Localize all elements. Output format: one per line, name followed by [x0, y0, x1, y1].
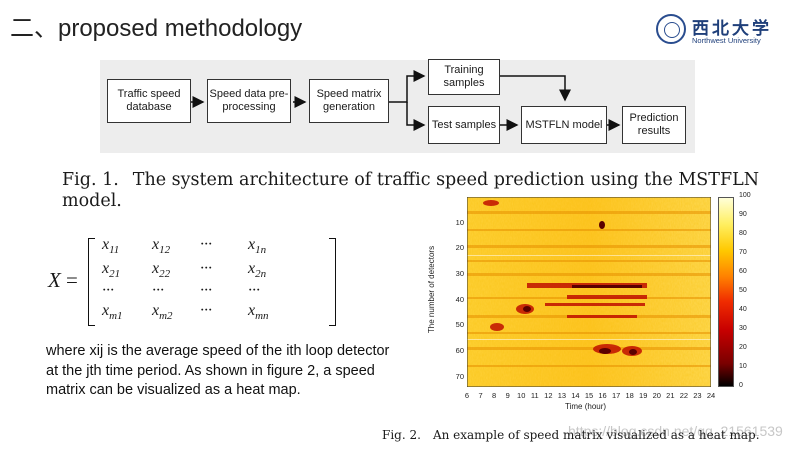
matrix-cell: x12 [152, 236, 171, 257]
matrix-cell: ··· [200, 282, 212, 299]
heatmap-image [467, 197, 711, 387]
matrix-cell: x21 [102, 260, 121, 281]
heatmap-y-label: The number of detectors [427, 245, 437, 334]
figure1-caption: Fig. 1.The system architecture of traffi… [62, 170, 762, 212]
colorbar-tick-label: 80 [739, 230, 747, 237]
colorbar-tick-label: 0 [739, 382, 743, 389]
x-tick-label: 23 [693, 391, 702, 400]
matrix-cell: x11 [102, 236, 120, 257]
matrix-cell: x1n [248, 236, 267, 257]
figure2-caption: Fig. 2. An example of speed matrix visual… [382, 428, 760, 442]
matrix-cell: ··· [102, 282, 114, 299]
box-prediction-results: Prediction results [622, 106, 686, 144]
x-tick-label: 13 [557, 391, 567, 400]
x-tick-label: 9 [505, 391, 510, 400]
watermark: https://blog.csdn.net/qq_21561539 [568, 423, 783, 439]
y-tick-label: 30 [455, 269, 464, 279]
matrix-left-bracket [88, 238, 95, 326]
x-tick-label: 22 [679, 391, 689, 400]
matrix-cell: xm1 [102, 302, 123, 323]
matrix-cell: x2n [248, 260, 267, 281]
colorbar-tick-label: 100 [739, 192, 751, 199]
colorbar-tick-label: 30 [739, 325, 747, 332]
matrix-right-bracket [329, 238, 336, 326]
body-text: where xij is the average speed of the it… [46, 343, 390, 398]
x-tick-label: 8 [492, 391, 497, 400]
colorbar-tick-label: 70 [739, 249, 747, 256]
figure2-caption-label: Fig. 2. [382, 428, 421, 442]
colorbar-tick-label: 20 [739, 344, 747, 351]
colorbar-tick-label: 60 [739, 268, 747, 275]
x-tick-label: 15 [584, 391, 594, 400]
arrow-to-test [406, 102, 426, 131]
colorbar-tick-label: 90 [739, 211, 747, 218]
colorbar-tick-label: 50 [739, 287, 747, 294]
figure2-caption-text: An example of speed matrix visualized as… [432, 428, 760, 442]
matrix-cell: ··· [200, 302, 212, 319]
figure1-arrows [191, 70, 621, 131]
heatmap-x-label: Time (hour) [565, 402, 607, 411]
y-tick-label: 10 [455, 217, 464, 227]
matrix-cell: ··· [200, 236, 212, 253]
x-tick-label: 19 [639, 391, 648, 400]
colorbar-tick-label: 10 [739, 363, 747, 370]
x-tick-label: 20 [652, 391, 661, 400]
box-test-samples: Test samples [428, 106, 500, 144]
box-mstfln-model: MSTFLN model [521, 106, 607, 144]
box-speed-data-preprocessing: Speed data pre-processing [207, 79, 291, 123]
matrix-cell: xmn [248, 302, 269, 323]
x-tick-label: 11 [530, 391, 539, 400]
university-seal-icon [656, 14, 686, 44]
y-tick-label: 20 [455, 243, 464, 253]
logo-name-en: Northwest University [692, 36, 761, 45]
x-tick-label: 24 [706, 391, 716, 400]
matrix-symbol: X [48, 268, 61, 292]
colorbar [718, 197, 734, 387]
matrix-cell: ··· [248, 282, 260, 299]
y-tick-label: 50 [455, 320, 464, 330]
y-tick-label: 40 [455, 294, 464, 304]
y-tick-label: 70 [455, 371, 464, 381]
x-tick-label: 10 [517, 391, 526, 400]
matrix-cell: ··· [152, 282, 164, 299]
matrix-cell: xm2 [152, 302, 173, 323]
x-tick-label: 14 [571, 391, 580, 400]
x-tick-label: 16 [598, 391, 607, 400]
equals-sign: = [66, 268, 78, 292]
box-speed-matrix-generation: Speed matrix generation [309, 79, 389, 123]
figure1-caption-text: The system architecture of traffic speed… [62, 170, 760, 211]
box-training-samples: Training samples [428, 59, 500, 95]
slide-title: 二、proposed methodology [10, 15, 303, 42]
y-tick-label: 60 [455, 346, 464, 356]
x-tick-label: 12 [544, 391, 553, 400]
matrix-cell: x22 [152, 260, 171, 281]
matrix-cell: ··· [200, 260, 212, 277]
arrow-training-to-model [500, 75, 571, 102]
arrow-to-training [389, 70, 426, 103]
colorbar-tick-label: 40 [739, 306, 747, 313]
x-tick-label: 7 [478, 391, 483, 400]
figure1-caption-label: Fig. 1. [62, 170, 119, 190]
x-tick-label: 21 [666, 391, 675, 400]
university-logo: 西北大学 Northwest University [656, 14, 786, 48]
x-tick-label: 17 [611, 391, 621, 400]
x-tick-label: 18 [625, 391, 634, 400]
logo-name-cn: 西北大学 [692, 19, 772, 39]
box-traffic-speed-database: Traffic speed database [107, 79, 191, 123]
x-tick-label: 6 [464, 391, 470, 400]
